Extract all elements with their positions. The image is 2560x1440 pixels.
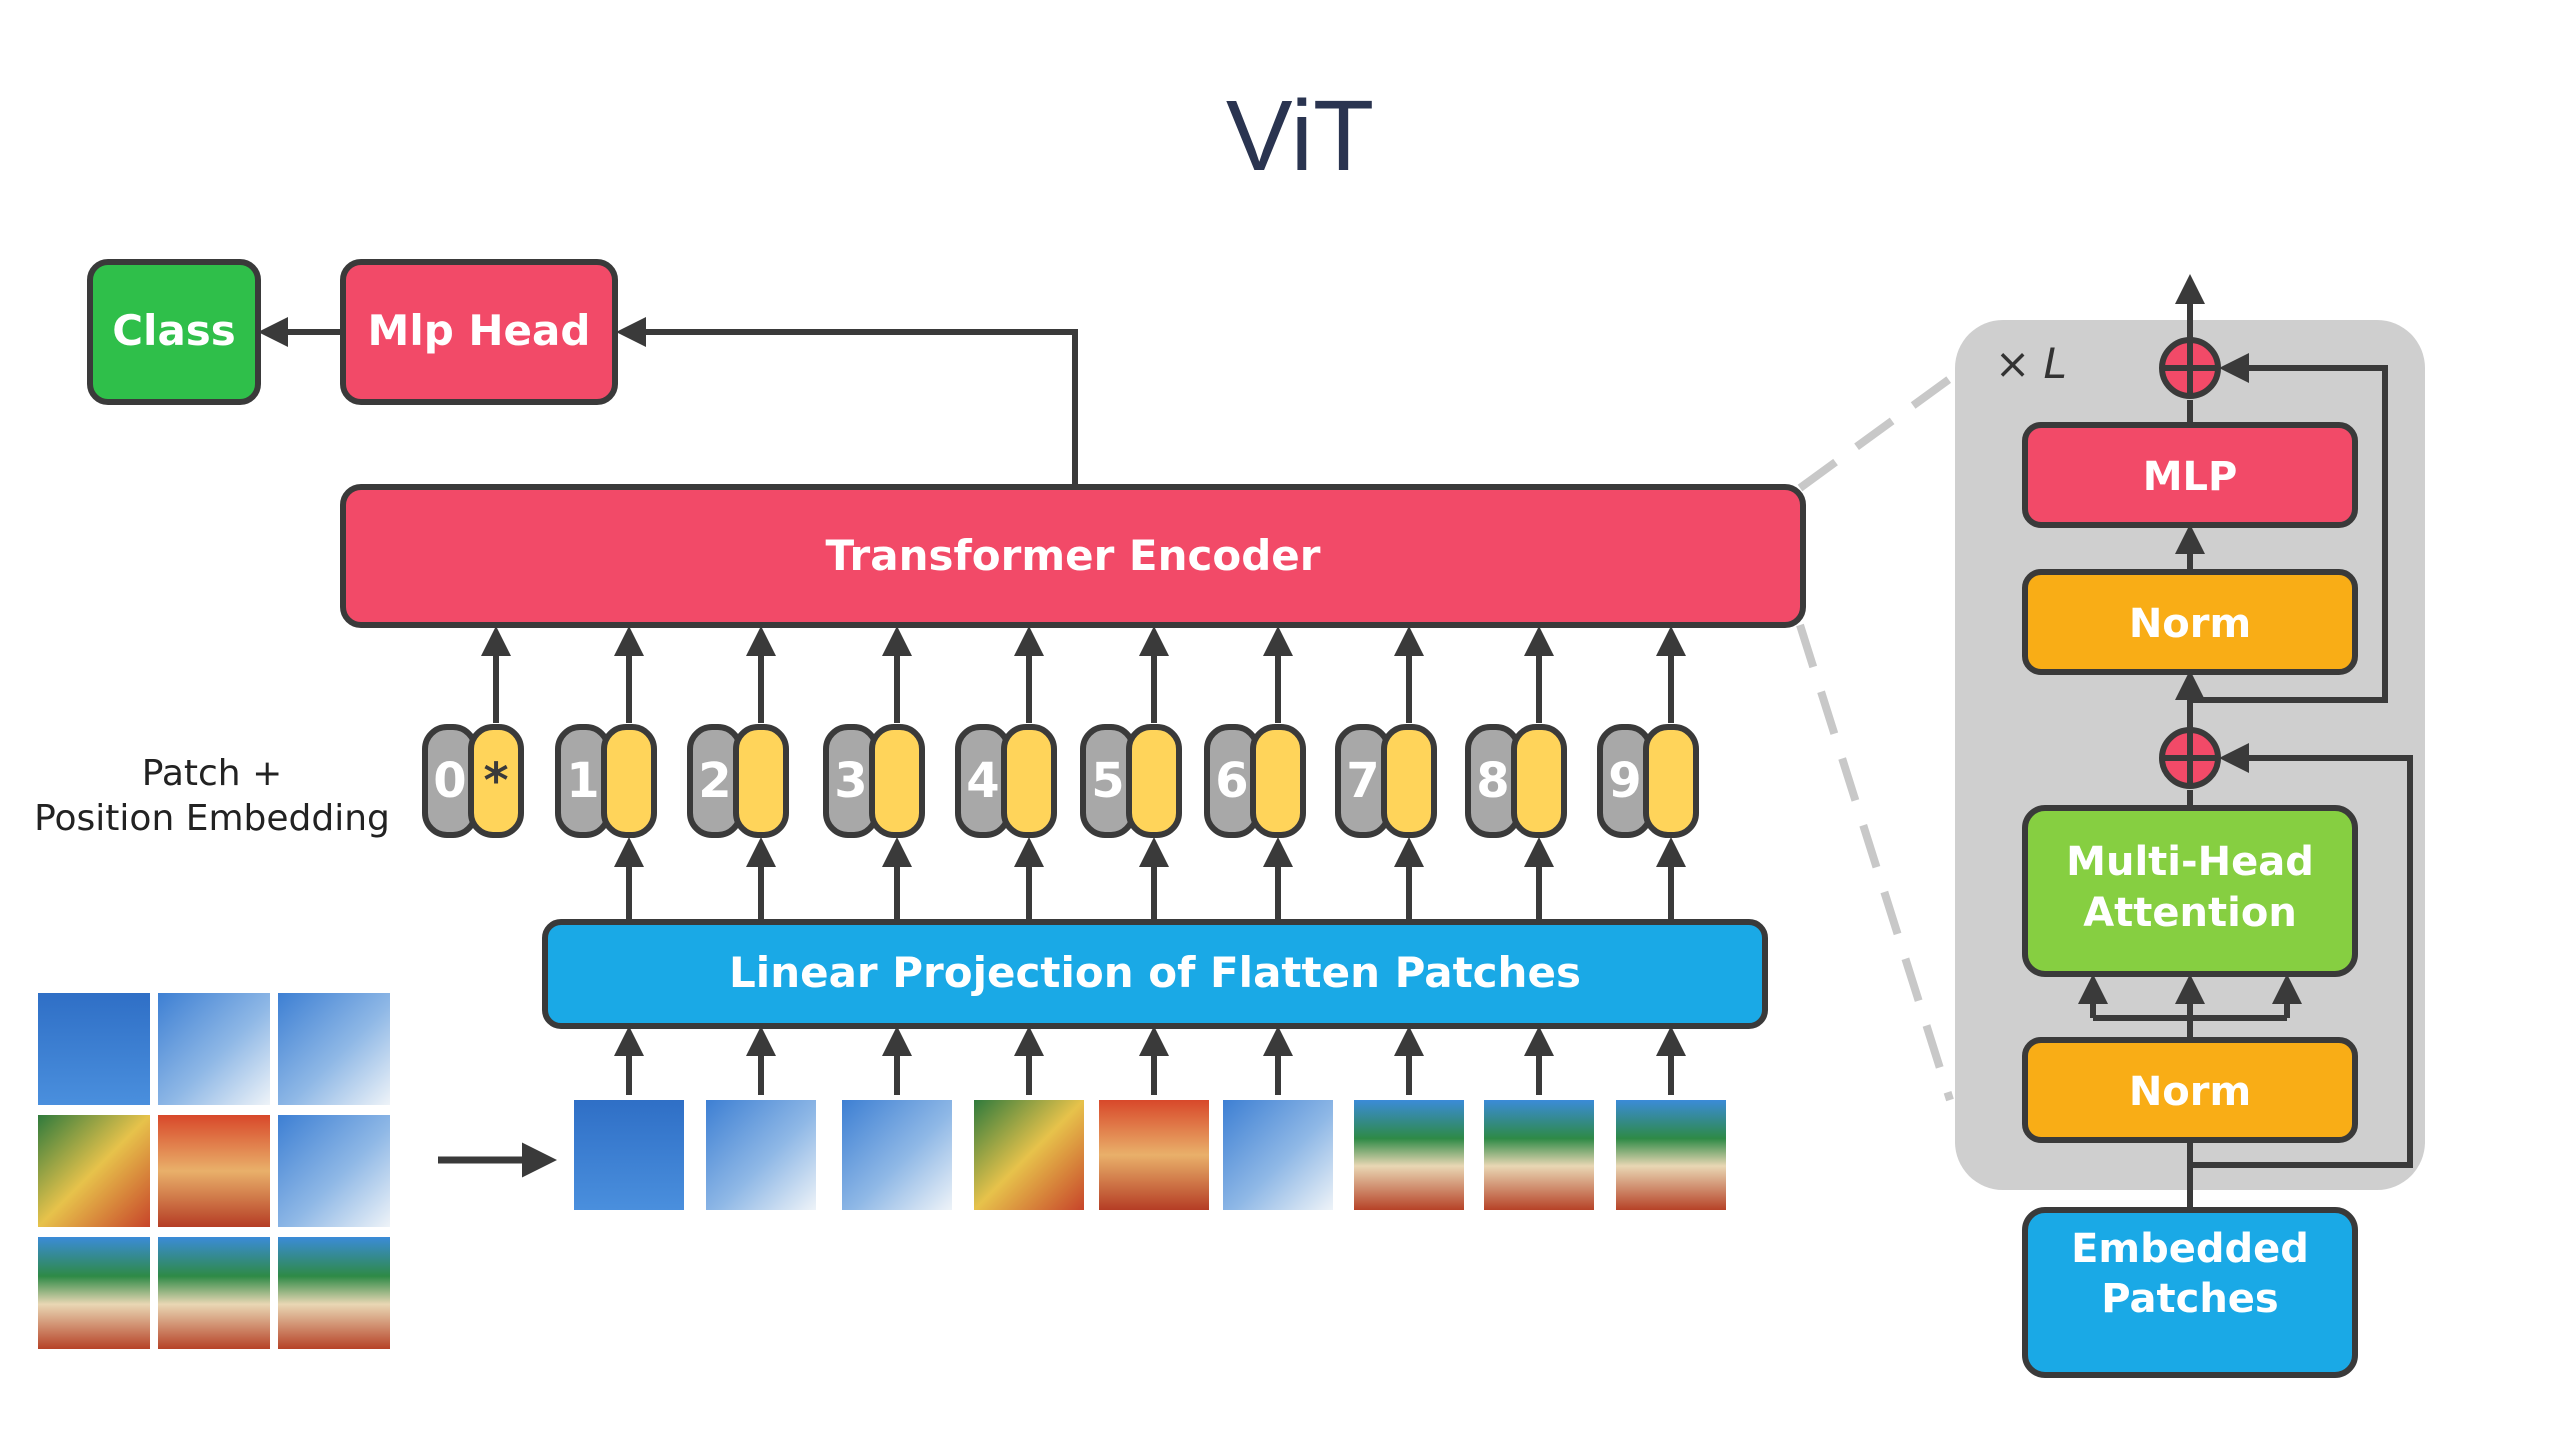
transformer-encoder-label: Transformer Encoder <box>825 531 1320 580</box>
mlp-head-label: Mlp Head <box>368 306 591 355</box>
source-image-grid <box>38 993 390 1349</box>
arrow-encoder-to-mlphead <box>616 317 1078 485</box>
norm-top-label: Norm <box>2129 601 2251 647</box>
embedding-token-4: 4 <box>955 626 1057 920</box>
mlp-head-box: Mlp Head <box>340 259 618 405</box>
residual-connection-lower <box>2190 743 2413 1168</box>
embedding-token-2: 2 <box>687 626 789 920</box>
mlp-box: MLP <box>2022 422 2358 528</box>
add-icon-lower <box>2159 727 2221 789</box>
patch-image-6 <box>1223 1100 1333 1210</box>
patch-image-7 <box>1354 1100 1464 1210</box>
norm-bottom-label: Norm <box>2129 1069 2251 1115</box>
token-position-label: 6 <box>1215 753 1248 809</box>
linear-projection-box: Linear Projection of Flatten Patches <box>542 919 1768 1029</box>
cls-token-mark: * <box>483 753 508 809</box>
patch-input-arrows <box>614 1026 1686 1095</box>
token-position-label: 4 <box>966 753 999 809</box>
patch-image-9 <box>1616 1100 1726 1210</box>
transformer-encoder-box: Transformer Encoder <box>340 484 1806 628</box>
add-icon-upper <box>2159 337 2221 399</box>
zoom-connector-top <box>1797 371 1958 492</box>
norm-top-box: Norm <box>2022 569 2358 675</box>
embedding-caption-line1: Patch + <box>142 753 282 794</box>
token-position-label: 1 <box>566 753 599 809</box>
embedded-patches-box: Embedded Patches <box>2022 1207 2358 1378</box>
mlp-label: MLP <box>2143 454 2238 500</box>
embedding-token-9: 9 <box>1597 626 1699 920</box>
patch-image-1 <box>574 1100 684 1210</box>
token-position-label: 9 <box>1608 753 1641 809</box>
embedding-caption-line2: Position Embedding <box>34 798 390 839</box>
token-position-label: 3 <box>834 753 867 809</box>
embedding-token-1: 1 <box>555 626 657 920</box>
attention-line2: Attention <box>2083 890 2297 936</box>
linear-projection-label: Linear Projection of Flatten Patches <box>729 948 1581 997</box>
repeat-label: × L <box>1995 339 2067 388</box>
image-grid-cell <box>158 1115 270 1227</box>
embedded-patches-line2: Patches <box>2101 1276 2278 1322</box>
norm-bottom-box: Norm <box>2022 1037 2358 1143</box>
image-grid-cell <box>158 993 270 1105</box>
image-grid-cell <box>38 1115 150 1227</box>
embedding-token-3: 3 <box>823 626 925 920</box>
token-position-label: 2 <box>698 753 731 809</box>
image-grid-cell <box>278 1237 390 1349</box>
embedding-token-6: 6 <box>1204 626 1306 920</box>
embedded-patches-line1: Embedded <box>2071 1226 2309 1272</box>
patch-image-2 <box>706 1100 816 1210</box>
token-position-label: 8 <box>1476 753 1509 809</box>
image-grid-cell <box>158 1237 270 1349</box>
image-grid-cell <box>278 1115 390 1227</box>
patch-image-4 <box>974 1100 1084 1210</box>
token-position-label: 0 <box>433 753 466 809</box>
embedding-token-5: 5 <box>1080 626 1182 920</box>
token-position-label: 7 <box>1346 753 1379 809</box>
patch-image-8 <box>1484 1100 1594 1210</box>
attention-line1: Multi-Head <box>2066 839 2314 885</box>
embedding-token-8: 8 <box>1465 626 1567 920</box>
image-grid-cell <box>278 993 390 1105</box>
embedding-token-7: 7 <box>1335 626 1437 920</box>
page-title: ViT <box>1226 80 1374 192</box>
class-label: Class <box>112 306 236 355</box>
patch-image-3 <box>842 1100 952 1210</box>
image-grid-cell <box>38 1237 150 1349</box>
embedding-token-0: 0* <box>422 626 524 838</box>
multi-head-attention-box: Multi-Head Attention <box>2022 805 2358 977</box>
image-grid-cell <box>38 993 150 1105</box>
flattened-patches <box>574 1100 1726 1210</box>
token-position-label: 5 <box>1091 753 1124 809</box>
zoom-connector-bottom <box>1796 623 1954 1102</box>
residual-connection-upper <box>2190 353 2388 703</box>
class-output-box: Class <box>87 259 261 405</box>
patch-image-5 <box>1099 1100 1209 1210</box>
